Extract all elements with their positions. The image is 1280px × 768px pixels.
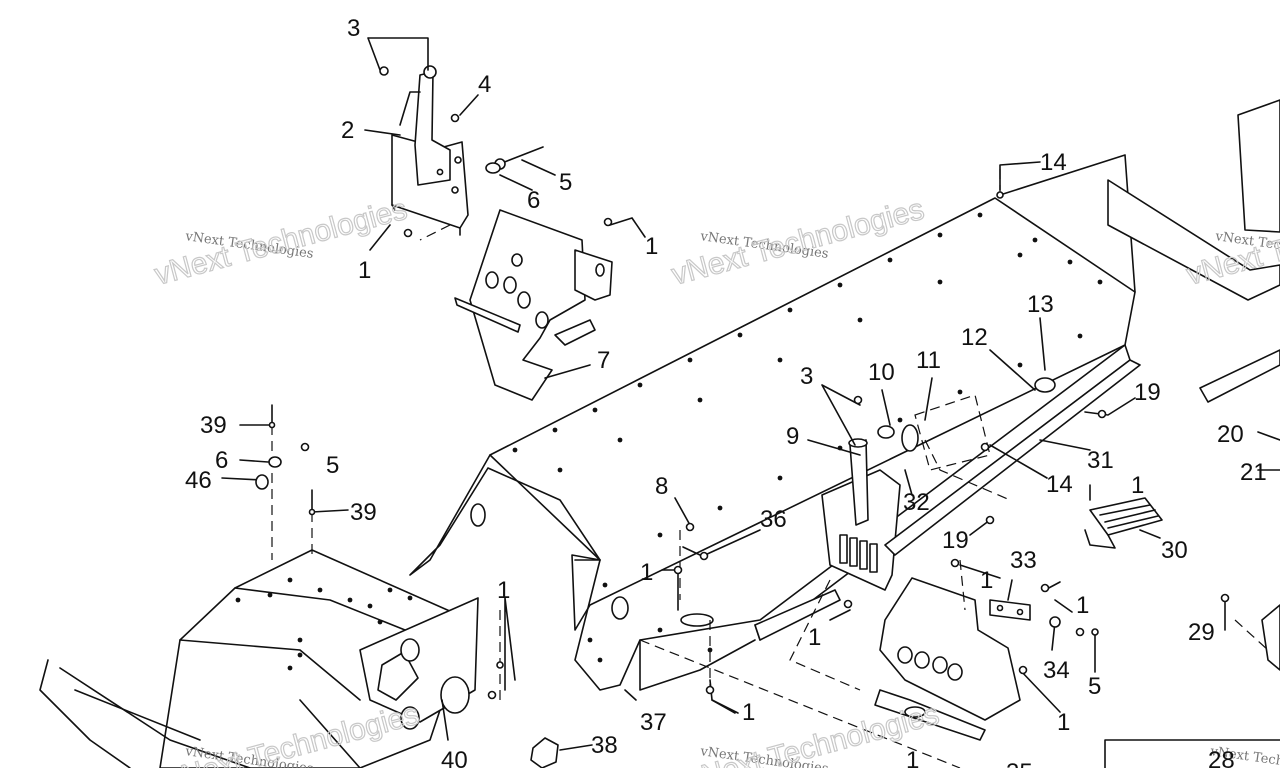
callout-label: 9 [786, 423, 799, 450]
callout-label: 11 [916, 347, 941, 374]
callout-label: 39 [350, 499, 377, 526]
callout-labels: 3 4 2 5 6 1 1 7 14 13 12 11 10 3 9 19 31… [185, 15, 1267, 768]
callout-label: 19 [942, 527, 969, 554]
callout-label: 13 [1027, 291, 1054, 318]
callout-label: 1 [742, 699, 755, 726]
callout-label: 40 [441, 747, 468, 768]
callout-label: 8 [655, 473, 668, 500]
callout-label: 6 [215, 447, 228, 474]
callout-label: 6 [527, 187, 540, 214]
callout-label: 31 [1087, 447, 1114, 474]
callout-label: 1 [1057, 709, 1070, 736]
callout-label: 29 [1188, 619, 1215, 646]
tunnel-assembly [409, 154, 1136, 691]
plate-33 [989, 599, 1031, 621]
callout-label: 28 [1208, 747, 1235, 768]
heel-pad-30 [1084, 497, 1163, 549]
callout-label: 3 [347, 15, 360, 42]
right-bracket-assembly [1104, 99, 1280, 768]
callout-label: 21 [1240, 459, 1267, 486]
callout-label: 19 [1134, 379, 1161, 406]
callout-label: 5 [559, 169, 572, 196]
callout-label: 1 [497, 577, 510, 604]
bracket-assembly-2 [391, 65, 469, 236]
callout-label: 39 [200, 412, 227, 439]
callout-label: 1 [645, 233, 658, 260]
callout-label: 1 [640, 559, 653, 586]
callout-label: 5 [326, 452, 339, 479]
callout-label: 1 [1076, 592, 1089, 619]
watermark-big: vNext Technologies [683, 698, 942, 768]
callout-label: 4 [478, 71, 491, 98]
console-bracket-9 [821, 394, 991, 591]
callout-label: 36 [760, 506, 787, 533]
callout-label: 1 [358, 257, 371, 284]
callout-label: 14 [1046, 471, 1073, 498]
callout-label: 12 [961, 324, 988, 351]
callout-label: 32 [903, 489, 930, 516]
callout-label: 14 [1040, 149, 1067, 176]
callout-label: 34 [1043, 657, 1070, 684]
callout-label: 30 [1161, 537, 1188, 564]
fasteners [255, 66, 1230, 768]
callout-label: 1 [906, 747, 919, 768]
callout-label: 37 [640, 709, 667, 736]
callout-label: 20 [1217, 421, 1244, 448]
callout-label: 3 [800, 363, 813, 390]
callout-label: 1 [980, 567, 993, 594]
callout-label: 2 [341, 117, 354, 144]
callout-label: 1 [1131, 472, 1144, 499]
footrest-plate-35 [874, 577, 1021, 741]
callout-label: 33 [1010, 547, 1037, 574]
callout-label: 7 [597, 347, 610, 374]
callout-label: 10 [868, 359, 895, 386]
callout-label: 38 [591, 732, 618, 759]
callout-label: 5 [1088, 673, 1101, 700]
lower-chassis [39, 549, 479, 768]
footrest-plate-7 [454, 209, 613, 401]
callout-label: 46 [185, 467, 212, 494]
callout-label: 1 [808, 624, 821, 651]
callout-label: 35 [1006, 759, 1033, 768]
